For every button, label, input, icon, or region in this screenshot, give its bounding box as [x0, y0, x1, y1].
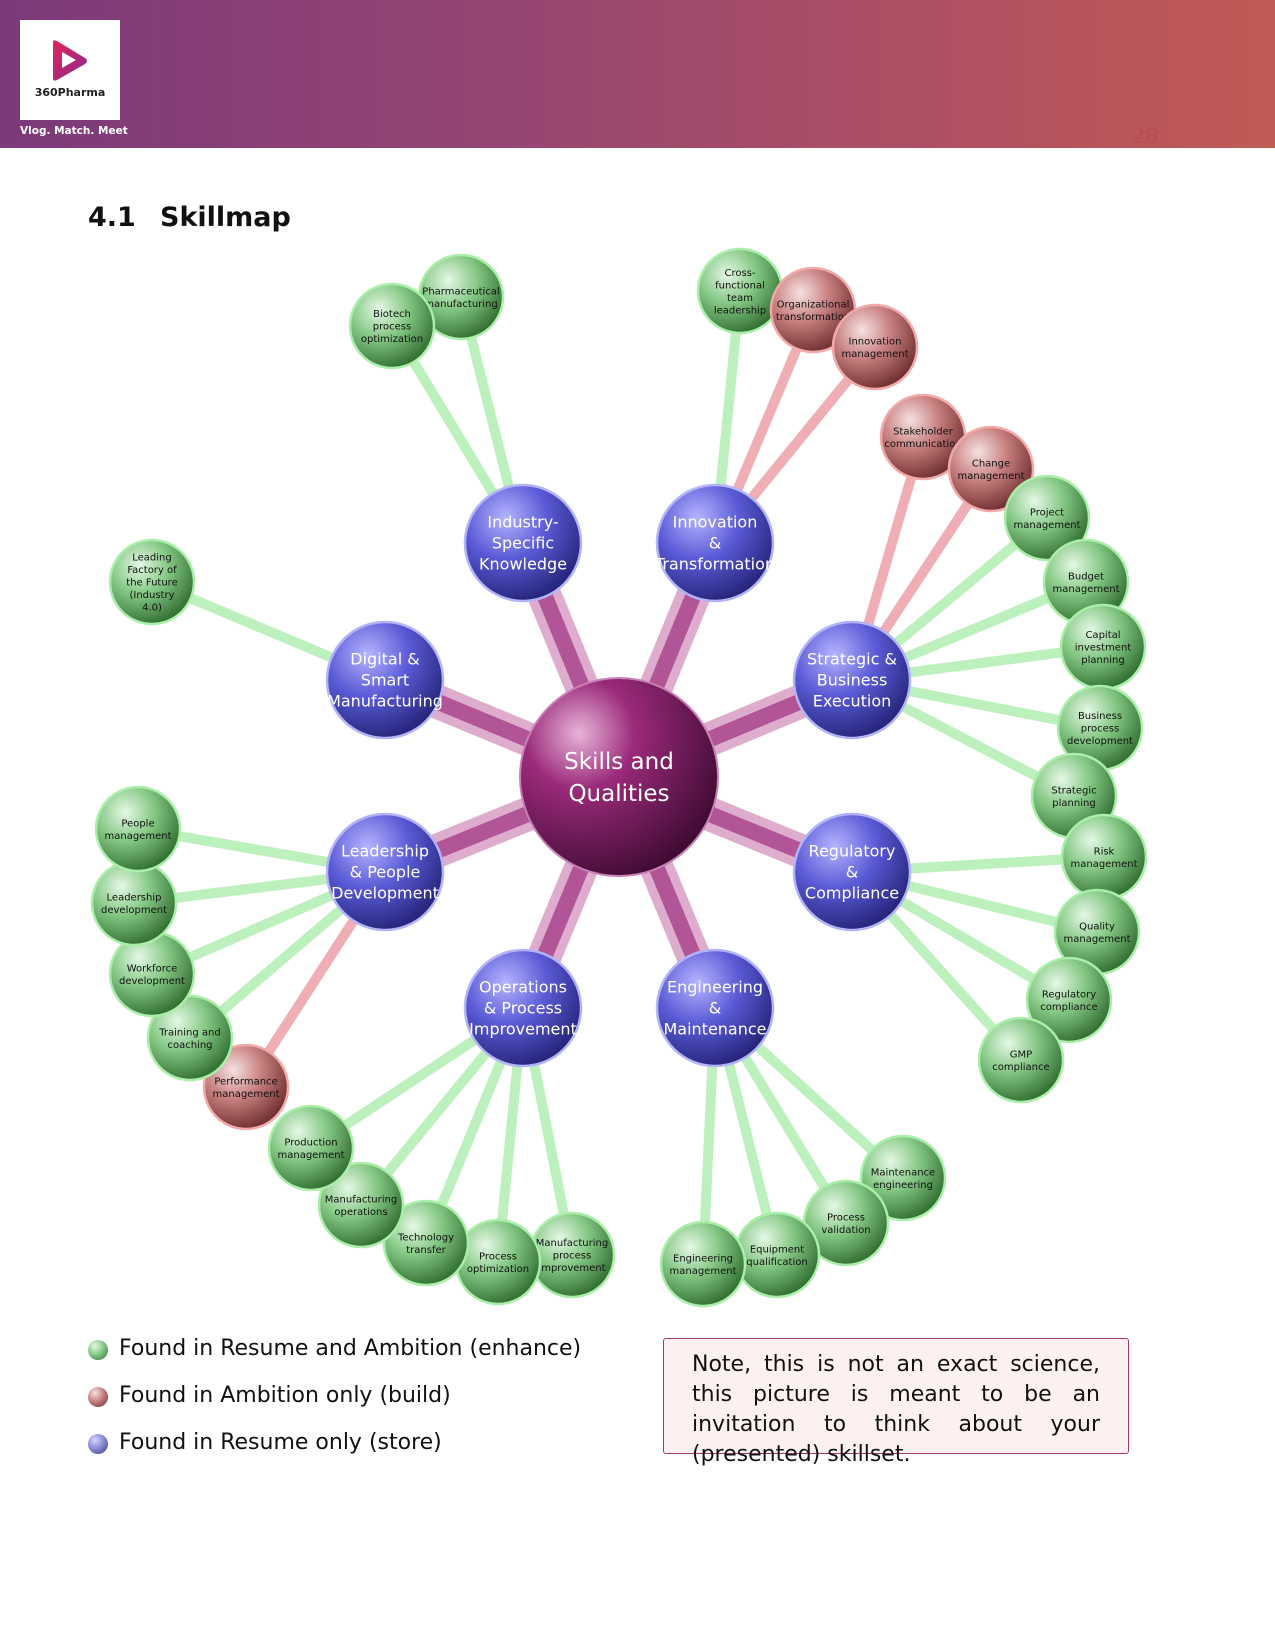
play-logo-icon [53, 40, 87, 81]
skill-node [317, 1161, 405, 1249]
category-label: Engineering&Maintenance [663, 978, 766, 1039]
skill-node [108, 538, 196, 626]
skill-node [1003, 474, 1091, 562]
skill-node [831, 303, 919, 391]
category-node [792, 812, 912, 932]
category-node [325, 812, 445, 932]
logo: 360Pharma [20, 20, 120, 120]
section-title: 4.1 Skillmap [88, 202, 291, 233]
category-label: Regulatory&Compliance [805, 842, 899, 903]
skill-node [348, 282, 436, 370]
logo-tagline: Vlog. Match. Meet [20, 125, 128, 137]
category-label: Innovation&Transformation [654, 513, 775, 574]
page-number: 28 [1132, 124, 1159, 148]
green-dot-icon [88, 1340, 108, 1360]
category-node [325, 620, 445, 740]
skill-node [267, 1104, 355, 1192]
skill-node [947, 425, 1035, 513]
disclaimer-note: Note, this is not an exact science, this… [663, 1338, 1129, 1467]
page-header: 360Pharma Vlog. Match. Meet 28 [0, 0, 1275, 148]
skill-node [859, 1134, 947, 1222]
skill-node [202, 1043, 290, 1131]
section-title-text: Skillmap [160, 202, 291, 233]
blue-dot-icon [88, 1434, 108, 1454]
skill-node [1025, 956, 1113, 1044]
section-number: 4.1 [88, 202, 136, 233]
skill-node [146, 994, 234, 1082]
skill-node [659, 1220, 747, 1308]
category-node [463, 483, 583, 603]
legend-label: Found in Resume only (store) [119, 1430, 442, 1455]
skill-node [977, 1016, 1065, 1104]
red-dot-icon [88, 1387, 108, 1407]
skill-node [382, 1199, 470, 1287]
skill-node [94, 785, 182, 873]
category-node [655, 483, 775, 603]
legend-label: Found in Resume and Ambition (enhance) [119, 1336, 582, 1361]
category-node [463, 948, 583, 1068]
category-node [792, 620, 912, 740]
legend-label: Found in Ambition only (build) [119, 1383, 451, 1408]
center-node [519, 677, 719, 877]
category-node [655, 948, 775, 1068]
logo-name: 360Pharma [34, 86, 106, 99]
